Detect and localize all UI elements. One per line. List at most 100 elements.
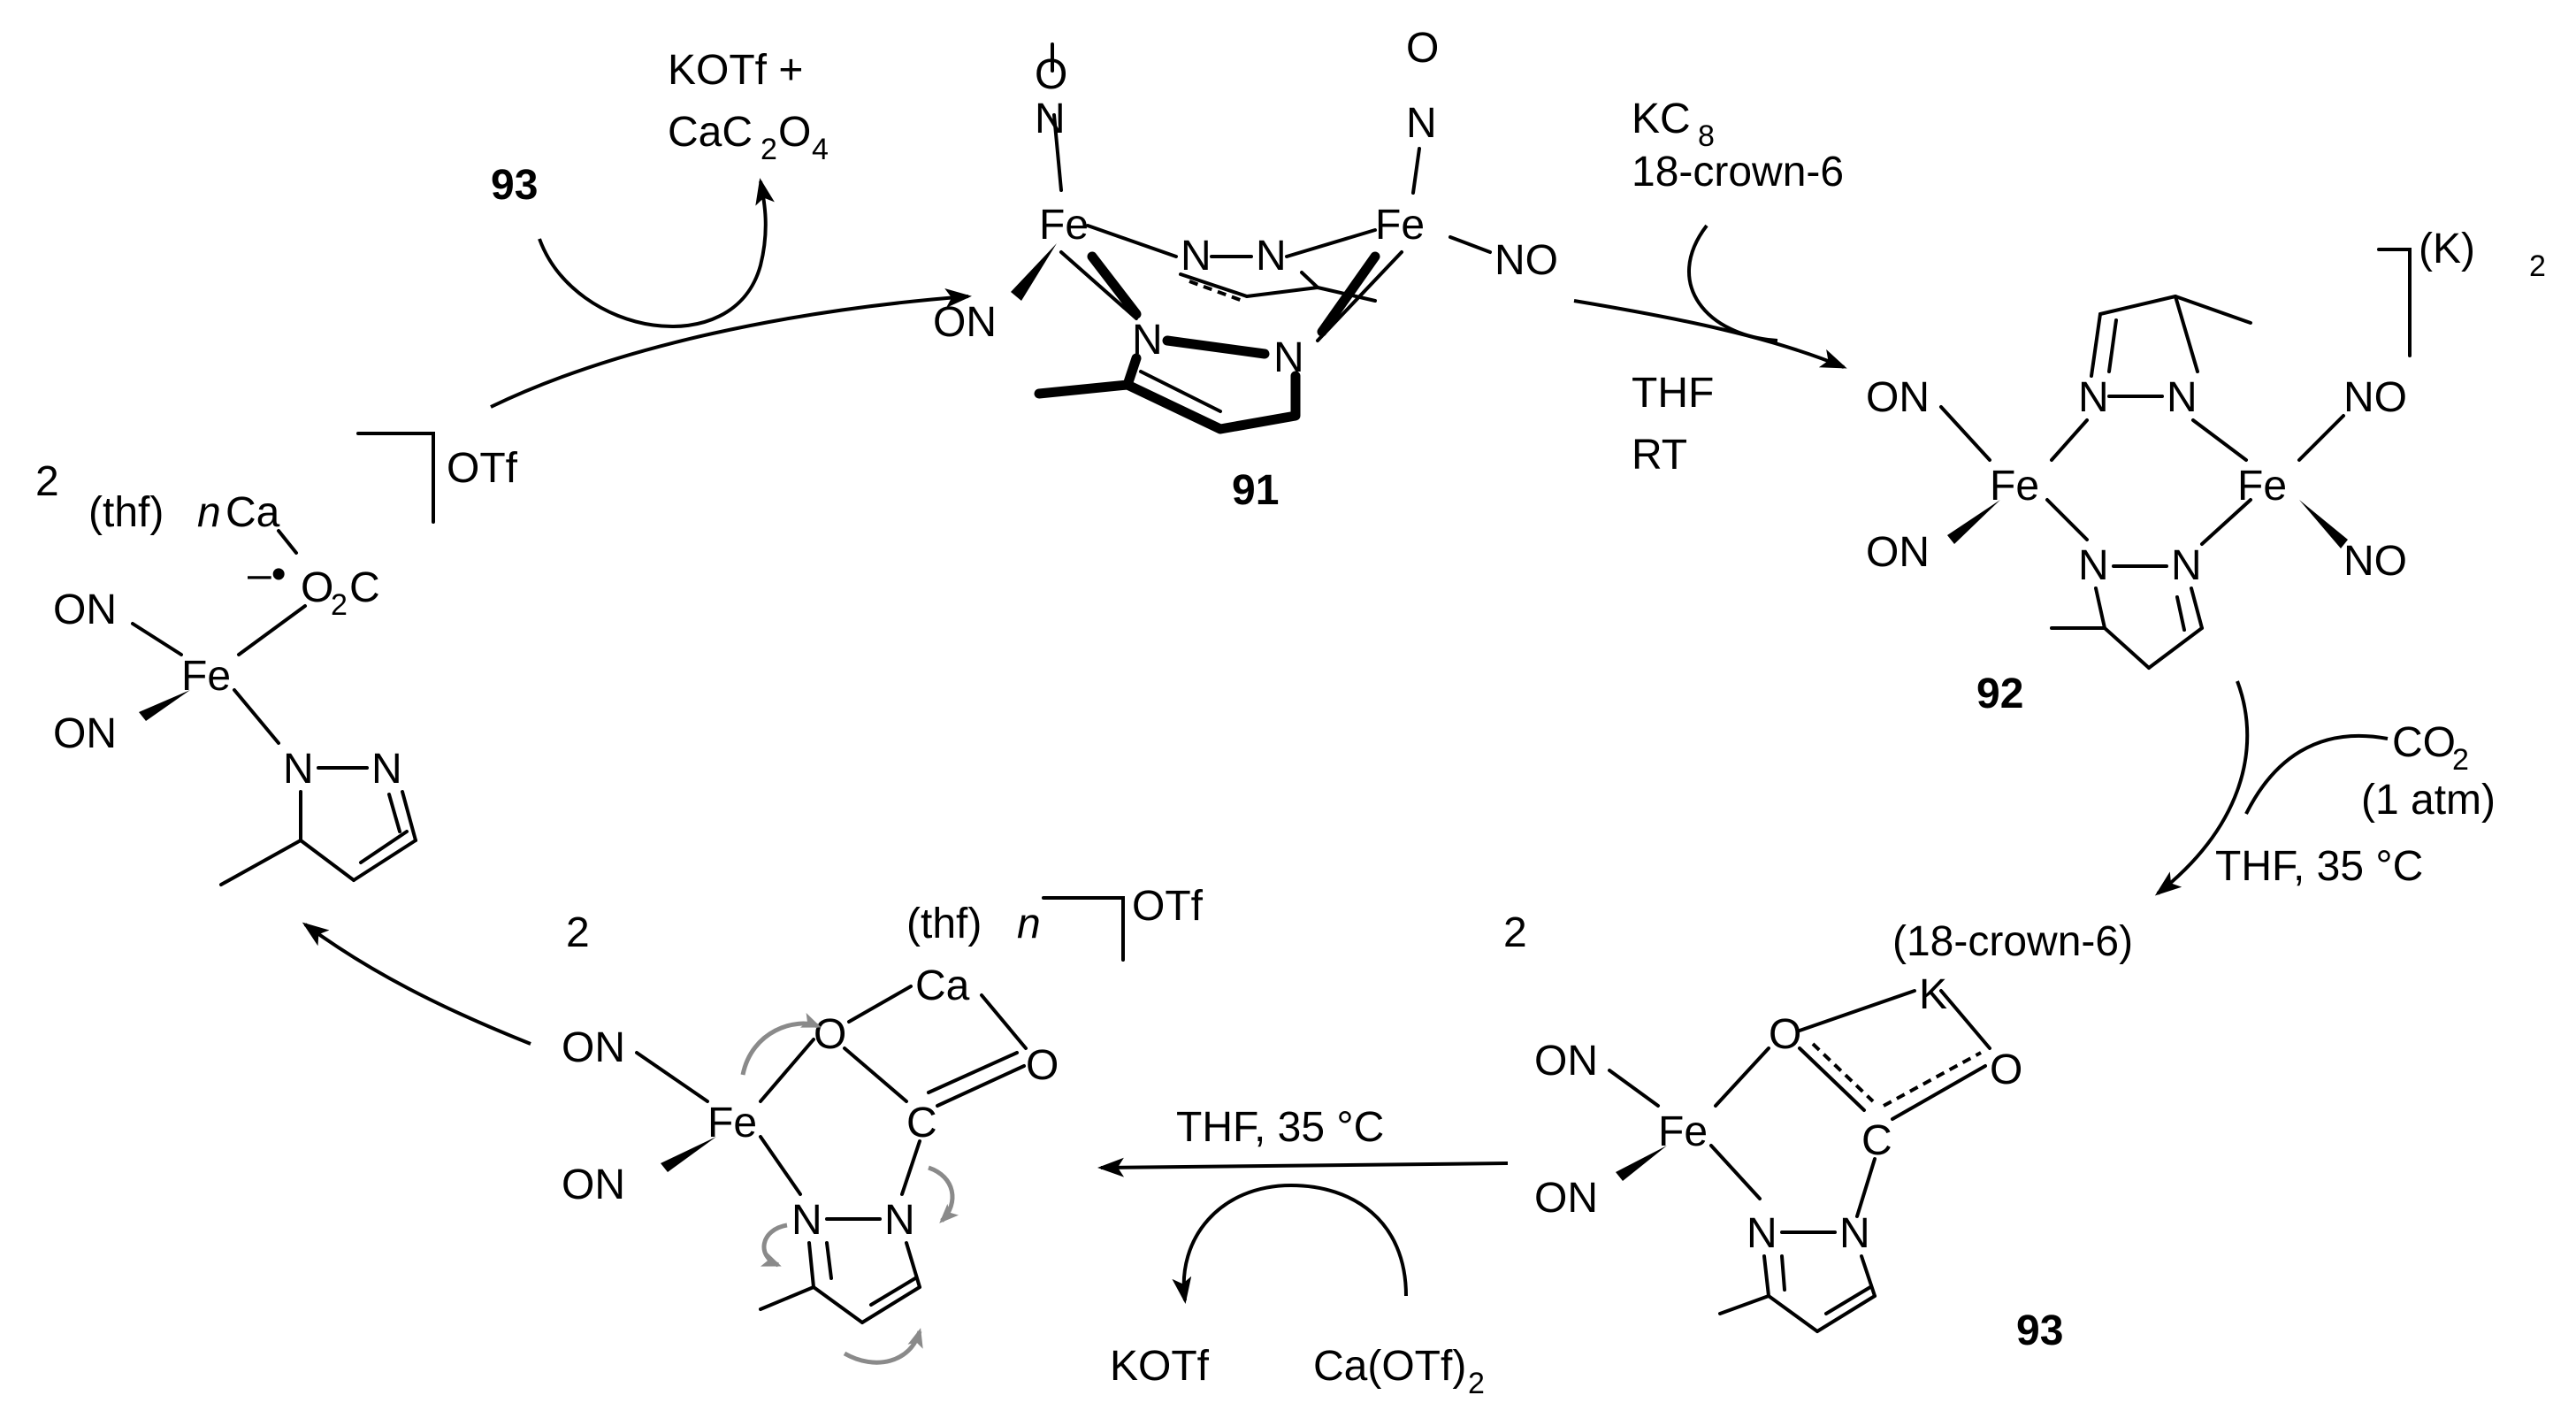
condition-rt: RT [1632,432,1687,479]
reagent-co2-sub: 2 [2452,743,2469,777]
step-93-to-ca: THF, 35 °C KOTf Ca(OTf) 2 [1097,1104,1509,1400]
o-93-left: O [1769,1011,1801,1058]
no-o-top-left: O [1035,51,1067,98]
wedge-bond [1616,1146,1667,1181]
curved-arrow [1687,224,1778,342]
no-n-top-left: N [1035,96,1066,142]
product-cac2o4-sub1: 2 [761,133,777,166]
reaction-arrow [2154,680,2250,896]
curved-arrow [538,178,775,329]
on-radical-top: ON [53,586,117,633]
ca-radical: Ca [225,489,280,536]
o-ca-left: O [814,1011,846,1058]
on-ca-top: ON [562,1024,625,1071]
n-92-b: N [2167,374,2198,421]
compound-number-91: 91 [1232,467,1279,514]
thf-n: n [1017,901,1041,947]
step-92-to-93: CO 2 (1 atm) THF, 35 °C [2154,680,2496,896]
compound-91: O N Fe ON O N Fe NO N N N N 91 [933,25,1558,514]
step-ca-to-radical [302,922,531,1046]
o2c-sub: 2 [331,588,348,622]
charge-92: (K) [2419,226,2475,272]
n-ca-b: N [884,1197,915,1244]
fe-right-91: Fe [1375,202,1425,249]
on-93-bottom: ON [1534,1175,1598,1222]
thf-n-radical: n [197,489,221,536]
reaction-arrow [1573,299,1847,369]
on-label-91: ON [933,299,997,346]
n-radical-b: N [371,746,402,793]
crown-label: (18-crown-6) [1892,918,2133,965]
curved-arrow [1172,1183,1408,1304]
reagent-kc8-sub: 8 [1698,119,1715,153]
counterion-radical: OTf [447,445,518,492]
compound-number-92: 92 [1976,671,2023,717]
o-93-right: O [1990,1046,2022,1093]
n-93-b: N [1839,1210,1870,1257]
no-label-91: NO [1494,237,1558,284]
o2c-o: O [301,564,333,611]
curved-arrow [2244,733,2389,815]
o-ca-right: O [1026,1042,1059,1089]
on-93-top: ON [1534,1038,1598,1085]
reaction-arrow [302,922,531,1046]
c-93: C [1861,1117,1892,1164]
no-n-top-right: N [1406,100,1437,147]
ca-label: Ca [915,962,970,1009]
counterion-ca: OTf [1132,883,1204,930]
charge-sub-92: 2 [2529,249,2546,283]
thf-label: (thf) [906,901,982,947]
coefficient-radical: 2 [35,458,59,505]
on-ca-bottom: ON [562,1162,625,1208]
reagent-pressure: (1 atm) [2361,777,2496,824]
reagent-co2: CO [2392,719,2456,766]
condition-thf: THF [1632,370,1714,417]
radical-label: –• [248,551,287,598]
reagent-crown: 18-crown-6 [1632,149,1844,196]
product-cac2o4-sub2: 4 [812,133,829,166]
thf-label-radical: (thf) [88,489,164,536]
wedge-bond [139,690,190,721]
n-92-d: N [2171,542,2202,589]
fe-left-91: Fe [1039,202,1089,249]
reaction-arrow [490,288,972,409]
n-93-a: N [1747,1210,1777,1257]
n-92-a: N [2078,374,2109,421]
compound-93: 2 (18-crown-6) K O O C Fe ON ON N N 93 [1503,909,2133,1354]
n-ca-a: N [791,1197,822,1244]
condition-ca: THF, 35 °C [1176,1104,1384,1151]
coefficient-93: 2 [1503,909,1527,956]
wedge-bond [1011,243,1057,301]
reagent-kc8: KC [1632,96,1691,142]
no-o-top-right: O [1406,25,1439,72]
n-radical-a: N [283,746,314,793]
condition-co2: THF, 35 °C [2215,843,2423,890]
on-92-bottom: ON [1866,529,1930,576]
product-cac2o4-a: CaC [668,109,753,156]
electron-push-arrow [740,1012,822,1076]
fe-93: Fe [1658,1108,1708,1155]
fe-ca: Fe [707,1100,757,1146]
n-92-c: N [2078,542,2109,589]
reagent-93: 93 [491,162,538,209]
wedge-bond [661,1137,716,1172]
c-ca: C [906,1100,937,1146]
n-back-1: N [1181,233,1212,280]
reagent-caotf2: Ca(OTf) [1313,1343,1466,1390]
n-back-2: N [1256,233,1287,280]
coefficient-ca: 2 [566,909,590,956]
reagent-caotf2-sub: 2 [1468,1367,1485,1400]
on-radical-bottom: ON [53,710,117,757]
electron-push-arrow [928,1165,959,1223]
step-radical-to-91: 93 KOTf + CaC 2 O 4 [490,47,972,409]
compound-92: (K) 2 N N Fe ON ON Fe NO NO N N [1866,226,2546,717]
fe-radical: Fe [181,653,231,700]
reaction-arrow [1097,1157,1509,1177]
no-92-top: NO [2343,374,2407,421]
electron-push-arrow [760,1223,788,1268]
no-92-bottom: NO [2343,538,2407,585]
electron-push-arrow [843,1328,923,1365]
product-cac2o4-b: O [778,109,811,156]
fe-92-right: Fe [2237,463,2287,510]
